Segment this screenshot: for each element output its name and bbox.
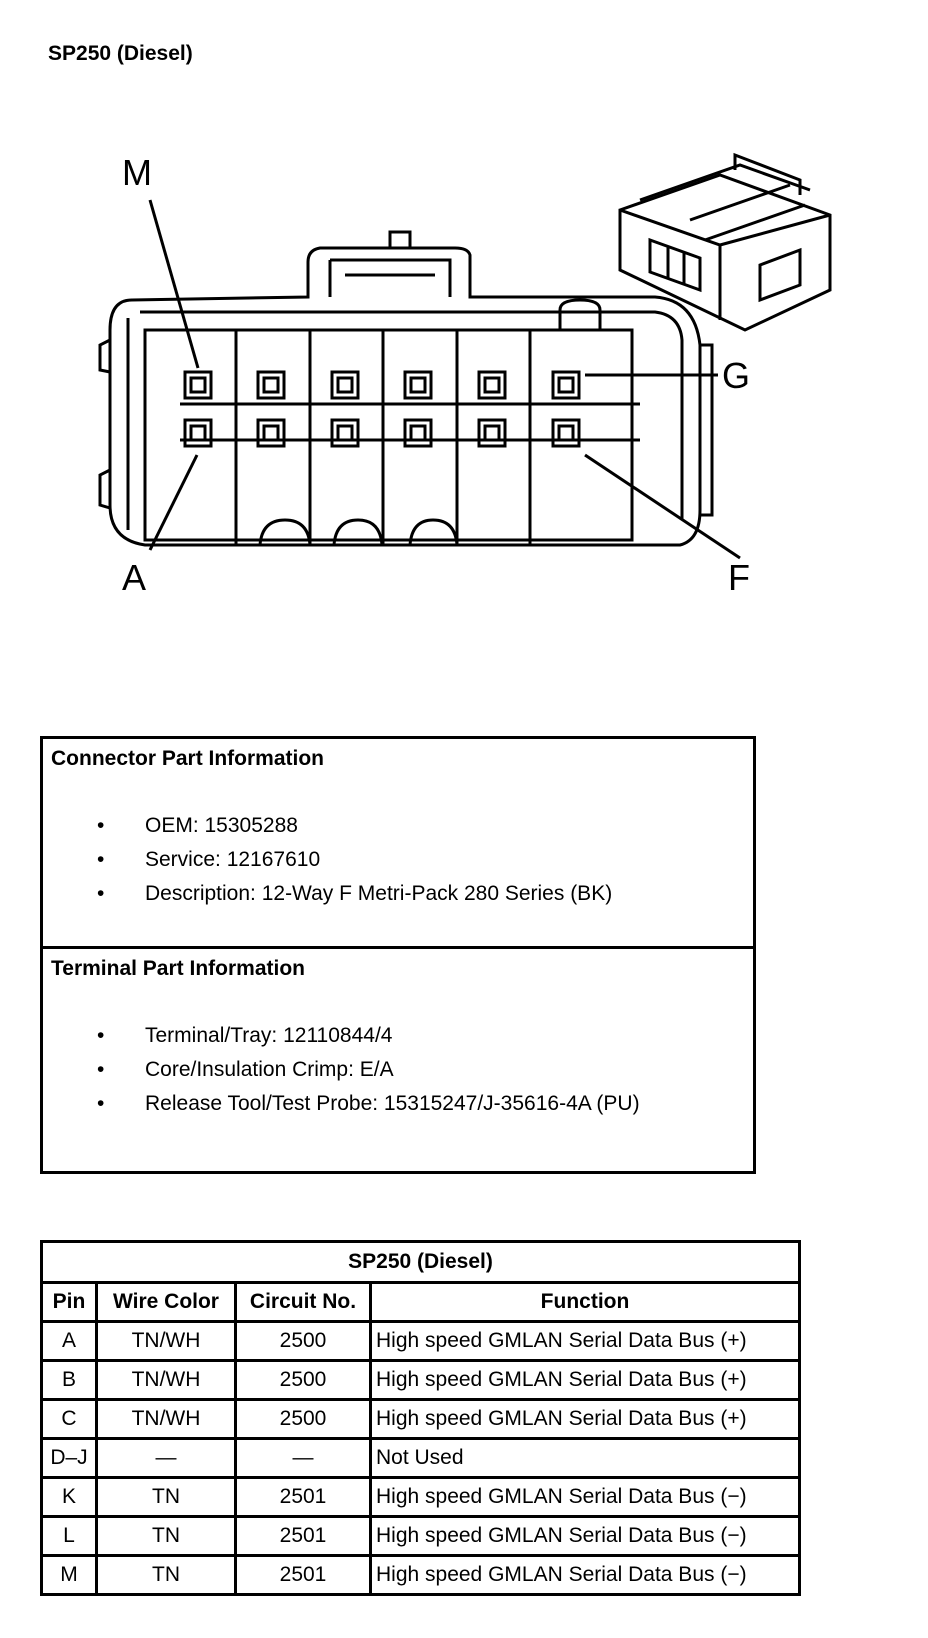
circuit-no-cell: 2501 [234, 1476, 372, 1518]
column-header-function: Function [369, 1281, 801, 1323]
function-cell: High speed GMLAN Serial Data Bus (+) [369, 1320, 801, 1362]
wire-color-cell: TN/WH [95, 1359, 237, 1401]
function-cell: High speed GMLAN Serial Data Bus (−) [369, 1515, 801, 1557]
circuit-no-cell: 2500 [234, 1398, 372, 1440]
circuit-no-cell: 2500 [234, 1359, 372, 1401]
terminal-contact [262, 376, 280, 394]
terminal-contact [409, 424, 427, 442]
list-item: •Service: 12167610 [97, 848, 321, 871]
terminal-contact [189, 424, 207, 442]
wire-color-cell: TN/WH [95, 1320, 237, 1362]
connector-isometric-view [618, 152, 832, 332]
column-header-wire-color: Wire Color [95, 1281, 237, 1323]
part-information-box: Connector Part Information •OEM: 1530528… [40, 736, 756, 1174]
pin-cell: K [40, 1476, 98, 1518]
function-cell: Not Used [369, 1437, 801, 1479]
page-title: SP250 (Diesel) [48, 42, 193, 65]
terminal-contact [336, 424, 354, 442]
pin-cell: B [40, 1359, 98, 1401]
callout-m: M [122, 152, 152, 193]
callout-a: A [122, 557, 146, 598]
wire-color-cell: — [95, 1437, 237, 1479]
pin-table: SP250 (Diesel) Pin Wire Color Circuit No… [40, 1240, 801, 1596]
table-caption: SP250 (Diesel) [40, 1240, 801, 1284]
list-item: •Terminal/Tray: 12110844/4 [97, 1024, 393, 1047]
circuit-no-cell: 2500 [234, 1320, 372, 1362]
terminal-contact [557, 376, 575, 394]
terminal-info-heading: Terminal Part Information [51, 957, 305, 980]
wire-color-cell: TN/WH [95, 1398, 237, 1440]
connector-info-heading: Connector Part Information [51, 747, 325, 770]
column-header-circuit-no: Circuit No. [234, 1281, 372, 1323]
pin-cell: C [40, 1398, 98, 1440]
connector-diagram: M G A F [98, 152, 832, 598]
function-cell: High speed GMLAN Serial Data Bus (−) [369, 1476, 801, 1518]
list-item: •Core/Insulation Crimp: E/A [97, 1058, 394, 1081]
circuit-no-cell: — [234, 1437, 372, 1479]
function-cell: High speed GMLAN Serial Data Bus (+) [369, 1398, 801, 1440]
callout-f: F [728, 557, 750, 598]
pin-cell: D–J [40, 1437, 98, 1479]
wire-color-cell: TN [95, 1515, 237, 1557]
terminal-contact [483, 424, 501, 442]
terminal-contact [262, 424, 280, 442]
terminal-contact [483, 376, 501, 394]
column-header-pin: Pin [40, 1281, 98, 1323]
wire-color-cell: TN [95, 1554, 237, 1596]
terminal-contact [409, 376, 427, 394]
list-item: •Release Tool/Test Probe: 15315247/J-356… [97, 1092, 640, 1115]
terminal-contact [336, 376, 354, 394]
circuit-no-cell: 2501 [234, 1515, 372, 1557]
table-row: D–J——Not Used [40, 1437, 801, 1479]
pin-cell: L [40, 1515, 98, 1557]
terminal-cavity [403, 418, 433, 448]
function-cell: High speed GMLAN Serial Data Bus (−) [369, 1554, 801, 1596]
terminal-contact [189, 376, 207, 394]
circuit-no-cell: 2501 [234, 1554, 372, 1596]
terminal-contact [557, 424, 575, 442]
function-cell: High speed GMLAN Serial Data Bus (+) [369, 1359, 801, 1401]
terminal-part-information: Terminal Part Information •Terminal/Tray… [43, 946, 753, 1171]
list-item: •OEM: 15305288 [97, 814, 298, 837]
callout-g: G [722, 355, 750, 396]
wire-color-cell: TN [95, 1476, 237, 1518]
terminal-cavity [551, 418, 581, 448]
connector-info-list: •OEM: 15305288 •Service: 12167610 •Descr… [97, 809, 612, 911]
pin-cell: M [40, 1554, 98, 1596]
terminal-info-list: •Terminal/Tray: 12110844/4 •Core/Insulat… [97, 1019, 640, 1121]
connector-housing-outline [108, 246, 702, 547]
pin-cell: A [40, 1320, 98, 1362]
connector-part-information: Connector Part Information •OEM: 1530528… [43, 739, 753, 946]
list-item: •Description: 12-Way F Metri-Pack 280 Se… [97, 882, 613, 905]
